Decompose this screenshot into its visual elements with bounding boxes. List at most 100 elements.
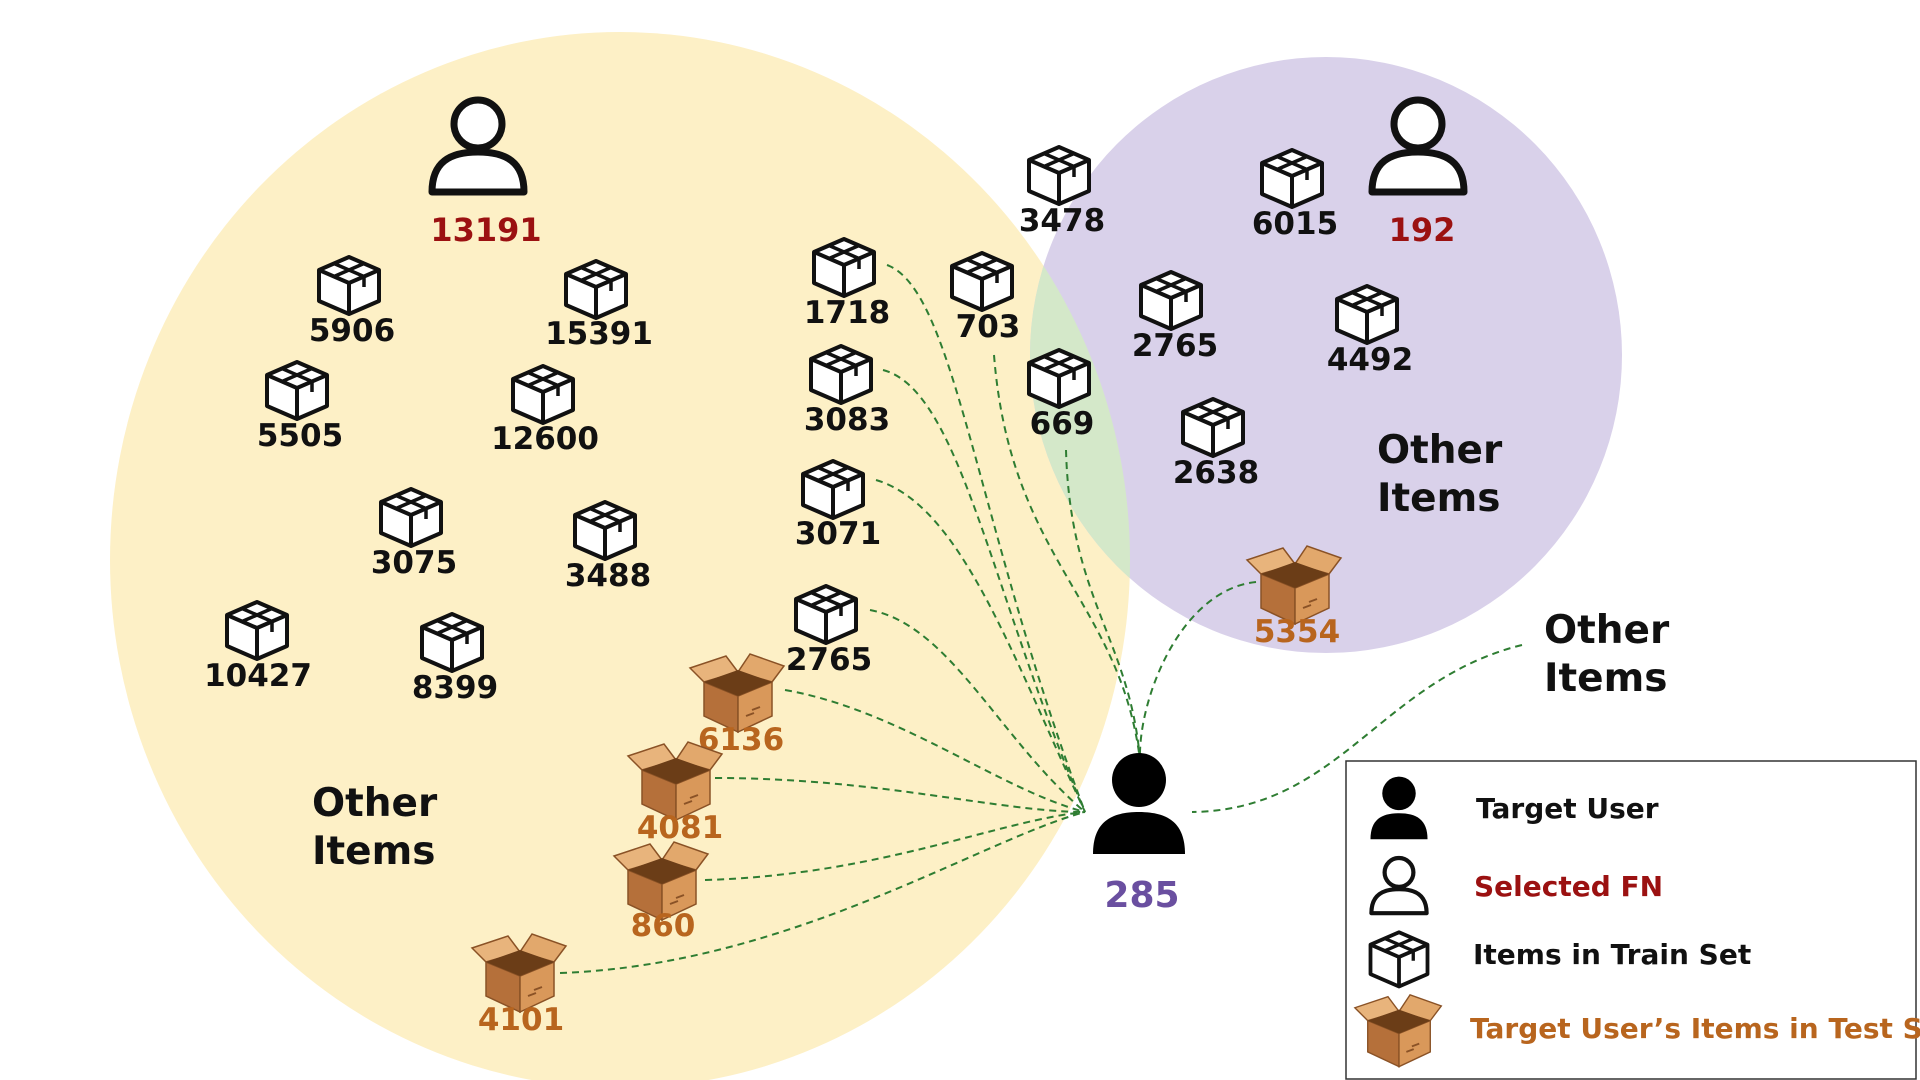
user-filled-icon: [1093, 753, 1185, 854]
train-item-2765a: 2765: [786, 584, 872, 678]
train-item-4492: 4492: [1327, 284, 1413, 378]
fn-user-192: 192: [1372, 100, 1464, 249]
box-icon: [379, 487, 443, 548]
link-6136: [784, 689, 1086, 813]
item-id-label: 1718: [804, 295, 890, 331]
legend-box: [1345, 760, 1917, 1080]
box-icon: [265, 360, 329, 421]
train-item-12600: 12600: [491, 364, 599, 457]
link-5354: [1138, 581, 1257, 761]
train-item-3478: 3478: [1019, 145, 1105, 239]
target-user-label: 285: [1104, 875, 1179, 916]
box-icon: [794, 584, 858, 645]
box-icon: [1260, 148, 1324, 209]
right-other-label-1: Other: [1377, 428, 1503, 473]
train-item-1718: 1718: [804, 237, 890, 331]
left-other-label-1: Other: [312, 781, 438, 826]
link-1718: [886, 264, 1086, 813]
box-icon: [573, 500, 637, 561]
right-other-label-2: Items: [1377, 476, 1500, 521]
legend-test-items: Target User’s Items in Test Set: [1470, 1012, 1920, 1045]
item-id-label: 2765: [786, 642, 872, 678]
train-item-10427: 10427: [204, 600, 312, 694]
item-id-label: 3083: [804, 402, 890, 438]
box-icon: [1139, 270, 1203, 331]
train-item-8399: 8399: [412, 612, 498, 706]
item-id-label: 4081: [637, 810, 723, 846]
fn-user-13191: 13191: [430, 100, 542, 249]
target-user-285: 285: [1093, 753, 1185, 916]
train-item-3075: 3075: [371, 487, 457, 581]
item-id-label: 5505: [257, 418, 343, 454]
link-2765a: [869, 609, 1086, 813]
train-item-3071: 3071: [795, 459, 881, 552]
train-box-icon: [1368, 930, 1430, 989]
item-id-label: 5906: [309, 313, 395, 349]
box-icon: [420, 612, 484, 673]
train-item-6015: 6015: [1252, 148, 1338, 242]
region-purple: [1030, 57, 1622, 653]
test-items: 6136 4081 860 4101 5354: [471, 545, 1342, 1038]
train-item-5906: 5906: [309, 255, 395, 349]
link-4081: [714, 777, 1086, 813]
item-id-label: 860: [631, 908, 696, 944]
box-icon: [1027, 348, 1091, 409]
train-item-703: 703: [950, 251, 1021, 345]
link-3083: [882, 369, 1086, 813]
item-id-label: 5354: [1254, 614, 1340, 650]
region-yellow: [110, 32, 1130, 1080]
outer-other-label-1: Other: [1544, 608, 1670, 653]
item-id-label: 3478: [1019, 203, 1105, 239]
box-icon: [225, 600, 289, 661]
legend-selected-fn: Selected FN: [1474, 870, 1663, 903]
link-703: [993, 354, 1141, 761]
item-id-label: 4492: [1327, 342, 1413, 378]
box-icon: [801, 459, 865, 520]
item-id-label: 2765: [1132, 328, 1218, 364]
train-item-3083: 3083: [804, 344, 890, 438]
item-id-label: 15391: [545, 316, 653, 352]
item-id-label: 3075: [371, 545, 457, 581]
item-id-label: 12600: [491, 421, 599, 457]
item-id-label: 10427: [204, 658, 312, 694]
box-icon: [1335, 284, 1399, 345]
train-item-2765b: 2765: [1132, 270, 1218, 364]
link-669: [1065, 449, 1141, 761]
fn-user-label: 192: [1389, 211, 1456, 249]
train-item-15391: 15391: [545, 259, 653, 352]
item-id-label: 8399: [412, 670, 498, 706]
item-id-label: 3071: [795, 516, 881, 552]
test-item-6136: 6136: [689, 653, 785, 758]
item-id-label: 6015: [1252, 206, 1338, 242]
box-icon: [809, 344, 873, 405]
box-icon: [1181, 397, 1245, 458]
test-item-4101: 4101: [471, 933, 567, 1038]
test-item-5354: 5354: [1246, 545, 1342, 650]
box-icon: [564, 259, 628, 320]
item-id-label: 2638: [1173, 455, 1259, 491]
item-id-label: 669: [1030, 406, 1095, 442]
box-icon: [812, 237, 876, 298]
box-icon: [317, 255, 381, 316]
train-item-3488: 3488: [565, 500, 651, 594]
train-item-669: 669: [1027, 348, 1095, 442]
item-id-label: 3488: [565, 558, 651, 594]
legend-train-items: Items in Train Set: [1473, 938, 1751, 971]
outer-other-label-2: Items: [1544, 656, 1667, 701]
train-item-5505: 5505: [257, 360, 343, 454]
box-icon: [950, 251, 1014, 312]
legend: Target User Selected FN Items in Train S…: [1345, 760, 1920, 1080]
box-icon: [511, 364, 575, 425]
fn-user-label: 13191: [430, 211, 541, 249]
item-id-label: 703: [956, 309, 1021, 345]
train-item-2638: 2638: [1173, 397, 1259, 491]
box-icon: [1027, 145, 1091, 206]
legend-target-user: Target User: [1476, 792, 1659, 825]
left-other-label-2: Items: [312, 829, 435, 874]
other-items-labels: Other Items Other Items Other Items: [312, 428, 1670, 874]
link-3071: [875, 479, 1086, 813]
item-id-label: 4101: [478, 1002, 564, 1038]
link-860: [704, 811, 1086, 881]
test-item-860: 860: [613, 841, 709, 944]
